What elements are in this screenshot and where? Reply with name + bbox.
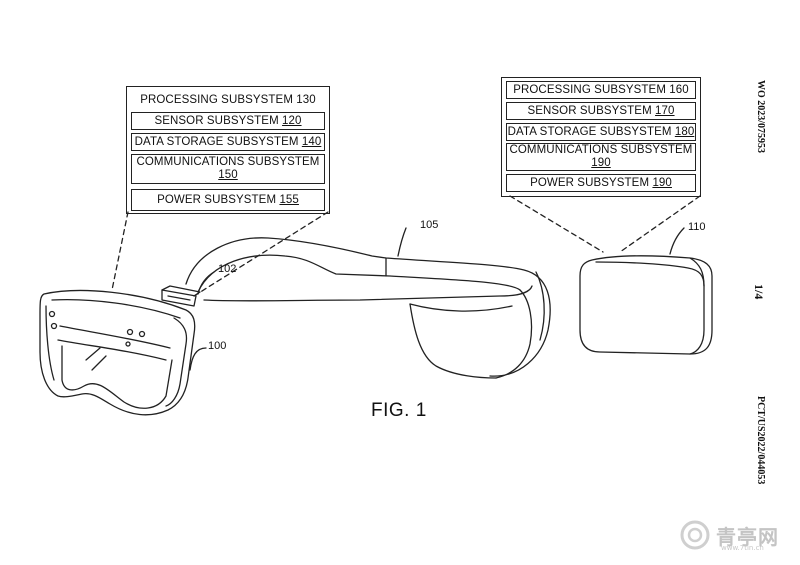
- strap-clip: [161, 285, 201, 307]
- right-communications-label: COMMUNICATIONS SUBSYSTEM: [509, 144, 693, 156]
- figure-label: FIG. 1: [371, 400, 427, 421]
- left-communications-label: COMMUNICATIONS SUBSYSTEM: [136, 156, 320, 168]
- right-power-label: POWER SUBSYSTEM: [530, 176, 653, 189]
- ref-105-leader: [397, 227, 407, 257]
- left-power-number: 155: [279, 193, 299, 206]
- left-processing-subsystem: PROCESSING SUBSYSTEM 130: [131, 90, 325, 110]
- right-communications-subsystem: COMMUNICATIONS SUBSYSTEM 190: [506, 143, 696, 171]
- ref-100-leader: [189, 347, 207, 371]
- right-communications-number: 190: [591, 157, 611, 169]
- left-sensor-label: SENSOR SUBSYSTEM: [154, 114, 283, 127]
- right-power-number: 190: [652, 176, 672, 189]
- sheet-number: 1/4: [752, 284, 766, 300]
- ref-numeral-110: 110: [688, 221, 706, 233]
- watermark-logo-icon: [680, 520, 710, 550]
- left-communications-number: 150: [218, 169, 238, 181]
- right-processing-subsystem: PROCESSING SUBSYSTEM 160: [506, 81, 696, 99]
- left-processing-label: PROCESSING SUBSYSTEM 130: [140, 93, 316, 106]
- watermark-url: www.7tin.cn: [721, 544, 764, 552]
- ref-numeral-100: 100: [208, 340, 227, 352]
- ref-110-leader: [669, 227, 685, 255]
- ref-numeral-102: 102: [218, 263, 237, 275]
- right-sensor-label: SENSOR SUBSYSTEM: [527, 104, 656, 117]
- left-sensor-subsystem: SENSOR SUBSYSTEM 120: [131, 112, 325, 130]
- left-leader-line-1: [111, 211, 129, 291]
- left-sensor-number: 120: [282, 114, 302, 127]
- pct-number: PCT/US2022/044053: [755, 396, 766, 485]
- right-power-subsystem: POWER SUBSYSTEM 190: [506, 174, 696, 192]
- right-data-storage-number: 180: [674, 125, 695, 138]
- right-leader-line-1: [509, 195, 604, 253]
- right-processing-label: PROCESSING SUBSYSTEM 160: [513, 83, 689, 96]
- left-communications-subsystem: COMMUNICATIONS SUBSYSTEM 150: [131, 154, 325, 184]
- left-data-storage-label: DATA STORAGE SUBSYSTEM: [134, 135, 302, 148]
- right-data-storage-subsystem: DATA STORAGE SUBSYSTEM 180: [506, 123, 696, 141]
- compute-pack: [579, 255, 713, 355]
- left-power-subsystem: POWER SUBSYSTEM 155: [131, 189, 325, 211]
- left-leader-line-2: [193, 211, 329, 297]
- publication-number: WO 2023/075953: [755, 80, 766, 154]
- right-subsystem-box: [501, 77, 701, 197]
- right-sensor-number: 170: [655, 104, 675, 117]
- watermark-name: 青亭网: [716, 525, 779, 549]
- right-leader-line-2: [619, 195, 701, 253]
- left-data-storage-number: 140: [301, 135, 322, 148]
- left-subsystem-box: [126, 86, 330, 214]
- visor: [39, 289, 196, 416]
- right-sensor-subsystem: SENSOR SUBSYSTEM 170: [506, 102, 696, 120]
- right-data-storage-label: DATA STORAGE SUBSYSTEM: [507, 125, 675, 138]
- ref-numeral-105: 105: [420, 219, 439, 231]
- ref-102-leader: [197, 271, 215, 295]
- left-data-storage-subsystem: DATA STORAGE SUBSYSTEM 140: [131, 133, 325, 151]
- left-power-label: POWER SUBSYSTEM: [157, 193, 280, 206]
- head-strap: [185, 237, 551, 379]
